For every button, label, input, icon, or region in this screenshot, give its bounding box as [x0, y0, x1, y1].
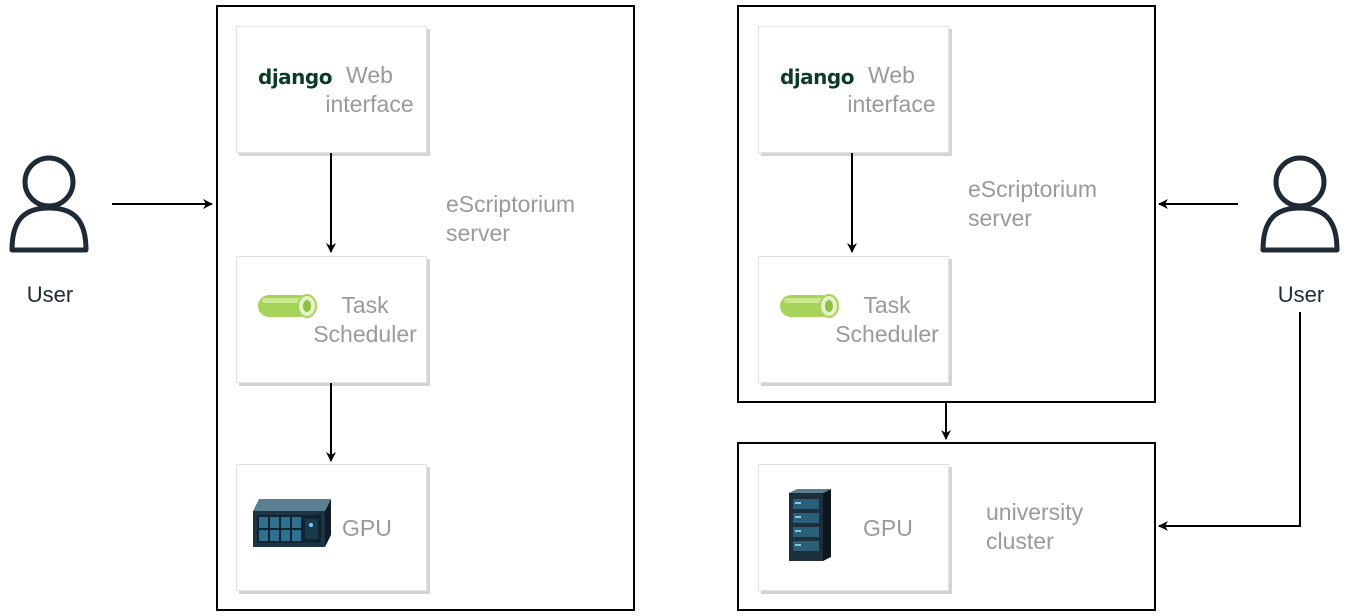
left-escriptorium-server-label: eScriptorium server	[446, 191, 576, 246]
right-university-cluster-label: university cluster	[986, 499, 1084, 554]
right-user-label: User	[1277, 282, 1325, 307]
celery-tube-icon	[780, 294, 839, 318]
left-user-label: User	[26, 282, 74, 307]
left-gpu-card: GPU	[236, 464, 427, 591]
right-task-scheduler-card: Task Scheduler	[758, 256, 949, 383]
server-tower-icon	[789, 489, 831, 561]
left-task-scheduler-card: Task Scheduler	[236, 256, 427, 383]
right-web-interface-label: Web interface	[847, 62, 936, 117]
django-logo-icon: django	[258, 65, 332, 89]
right-web-interface-card: django Web interface	[758, 26, 949, 153]
right-task-scheduler-label: Task Scheduler	[835, 292, 939, 347]
left-gpu-label: GPU	[342, 515, 392, 541]
left-web-interface-card: django Web interface	[236, 26, 427, 153]
celery-tube-icon	[258, 294, 317, 318]
left-task-scheduler-label: Task Scheduler	[313, 292, 417, 347]
user-icon	[9, 155, 89, 253]
right-gpu-label: GPU	[863, 515, 913, 541]
server-rack-unit-icon	[253, 499, 331, 547]
right-gpu-card: GPU	[758, 464, 949, 591]
django-logo-icon: django	[780, 65, 854, 89]
user-icon	[1260, 155, 1340, 253]
right-user-to-cluster-arrow	[1158, 312, 1301, 531]
right-escriptorium-server-label: eScriptorium server	[968, 176, 1098, 231]
left-web-interface-label: Web interface	[325, 62, 414, 117]
